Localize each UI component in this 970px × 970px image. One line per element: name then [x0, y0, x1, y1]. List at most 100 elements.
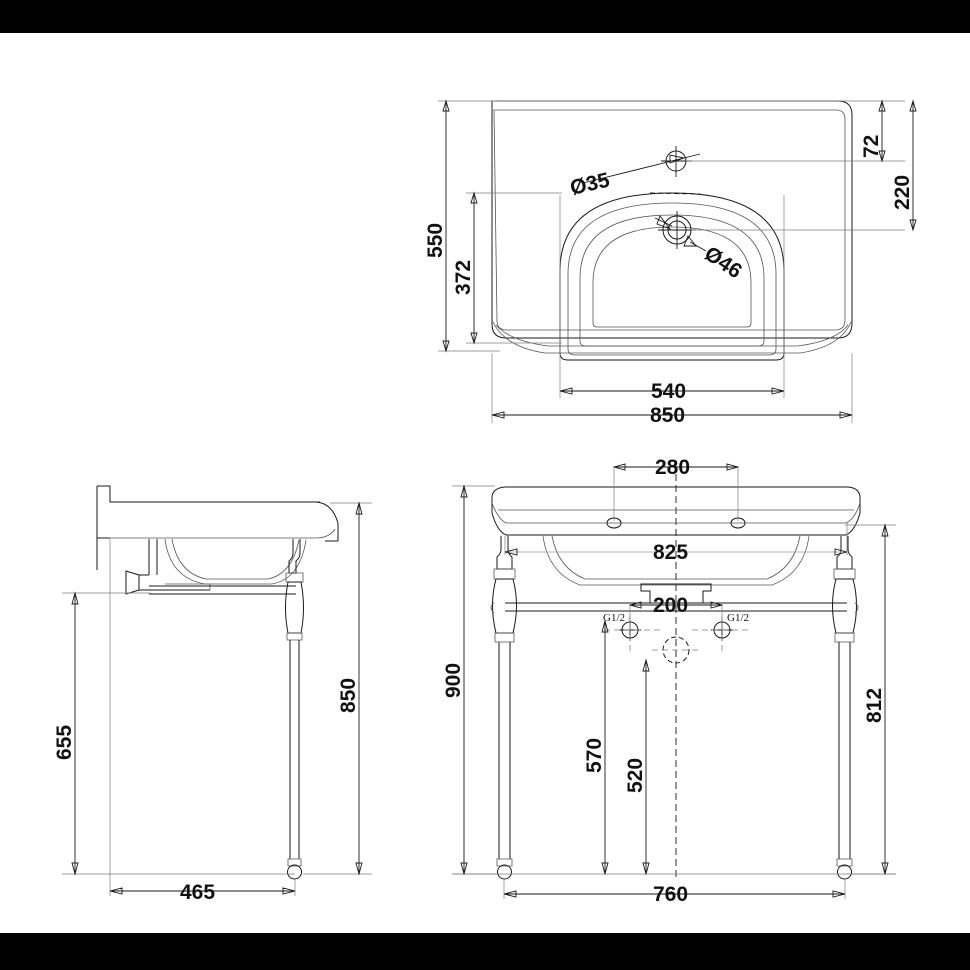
- dim220-arrow-bot: [909, 219, 917, 232]
- front-counter-body: [491, 486, 861, 536]
- dim372-arrow-bot: [470, 332, 478, 345]
- dim850side-label: 850: [337, 678, 360, 713]
- dim850top-arrow-l: [491, 411, 505, 419]
- dim655-label: 655: [53, 725, 76, 760]
- dim200-arrow-l: [628, 601, 642, 609]
- side-waste-pipe: [148, 539, 158, 575]
- dim465-arrow-l: [109, 887, 123, 895]
- front-left-leg-ring-a: [493, 568, 516, 580]
- dim900-label: 900: [442, 663, 465, 698]
- side-counter-top: [110, 501, 339, 542]
- front-right-leg-ring-a: [833, 568, 856, 580]
- dim812-label: 812: [863, 688, 886, 723]
- dim72-arrow-top: [878, 99, 886, 112]
- side-leg-foot: [287, 864, 302, 880]
- front-right-leg-bulb: [832, 578, 857, 634]
- dim550-label: 550: [424, 223, 447, 258]
- dim280-arrow-r: [726, 463, 740, 471]
- dim825-arrow-l: [504, 548, 518, 556]
- front-counter-lip: [491, 502, 861, 524]
- dim200-arrow-r: [710, 601, 724, 609]
- dim825-arrow-r: [834, 548, 848, 556]
- dim760-arrow-r: [832, 890, 846, 898]
- dim655-arrow-bot: [71, 862, 79, 876]
- dia46-arrow-b: [683, 235, 697, 247]
- dim900-arrow-bot: [460, 862, 468, 876]
- dim540-label: 540: [651, 380, 686, 403]
- dim812-arrow-top: [881, 523, 889, 537]
- side-counter-under: [110, 528, 336, 539]
- front-leg-right: [832, 536, 859, 880]
- dia35-arrow: [669, 154, 686, 164]
- dia46-leader-a: [654, 217, 673, 227]
- front-left-leg-foot: [497, 864, 512, 880]
- dim540-arrow-l: [559, 387, 573, 395]
- supply-right-label: G1/2: [727, 612, 749, 624]
- dim200-label: 200: [653, 594, 688, 617]
- dim220-label: 220: [891, 175, 914, 210]
- front-right-leg-shaft: [838, 642, 851, 859]
- front-right-leg-foot: [837, 864, 852, 880]
- front-right-leg-ring-b: [834, 632, 855, 643]
- dim520-arrow-top: [642, 658, 650, 672]
- dim72-label: 72: [860, 135, 883, 158]
- dim550-arrow-bot: [442, 340, 450, 353]
- dim280-label: 280: [655, 456, 690, 479]
- dia46-leader-b: [689, 241, 707, 252]
- top-black-band: [0, 0, 970, 33]
- front-bowl-outline-2: [551, 535, 801, 580]
- side-backsplash: [97, 485, 320, 503]
- top-outer-rim: [491, 100, 853, 339]
- front-left-leg-collar: [496, 536, 513, 570]
- dim550-arrow-top: [442, 99, 450, 112]
- front-left-leg-shaft: [498, 642, 511, 859]
- side-view: 655 850 465: [53, 485, 372, 904]
- front-left-leg-bracket: [490, 602, 495, 614]
- dim850top-arrow-r: [839, 411, 853, 419]
- dim540-arrow-r: [771, 387, 785, 395]
- bowl-outer-contour: [559, 192, 785, 361]
- dim570-label: 570: [583, 738, 606, 773]
- dia46-arrow-a: [656, 215, 672, 230]
- dim812-arrow-bot: [881, 862, 889, 876]
- dim520-arrow-bot: [642, 862, 650, 876]
- dim570-arrow-top: [601, 619, 609, 633]
- side-leg-bulb: [285, 581, 304, 634]
- bowl-bottom-pan: [592, 226, 752, 328]
- front-right-leg-bracket: [854, 602, 859, 614]
- front-leg-left: [490, 536, 517, 880]
- bowl-contour-3: [579, 214, 765, 347]
- front-right-leg-ring-c: [836, 858, 853, 867]
- front-left-leg-bulb: [492, 578, 517, 634]
- bowl-hidden-edge: [649, 192, 701, 195]
- supply-left-label: G1/2: [603, 612, 625, 624]
- dim465-arrow-r: [282, 887, 296, 895]
- dim850top-label: 850: [650, 404, 685, 427]
- side-leg-shaft: [289, 640, 300, 859]
- side-leg-ring-a: [285, 572, 304, 583]
- front-bowl-outline: [542, 535, 810, 586]
- dim655-arrow-top: [71, 591, 79, 605]
- bowl-contour-2: [567, 202, 777, 356]
- dia35-label: Ø35: [568, 168, 612, 199]
- top-front-lip-outer: [492, 321, 852, 354]
- side-leg-ring-c: [287, 858, 302, 867]
- dim850side-arrow-top: [355, 501, 363, 515]
- side-leg-ring-b: [286, 632, 303, 641]
- dim825-label: 825: [653, 541, 688, 564]
- top-rim-inner-offset: [493, 109, 846, 331]
- top-view: Ø35 Ø46 72 220: [424, 99, 917, 427]
- dim372-label: 372: [452, 260, 475, 295]
- side-trap-detail: [165, 583, 211, 590]
- side-leg: [285, 539, 304, 880]
- dim465-label: 465: [180, 881, 215, 904]
- side-bowl-profile: [164, 538, 307, 585]
- dim280-arrow-l: [612, 463, 626, 471]
- technical-drawing-canvas: Ø35 Ø46 72 220: [53, 99, 917, 906]
- dim372-arrow-top: [470, 191, 478, 204]
- dim850side-arrow-bot: [355, 862, 363, 876]
- side-bowl-profile-2: [171, 538, 300, 580]
- front-left-leg-ring-b: [494, 632, 515, 643]
- dim520-label: 520: [624, 758, 647, 793]
- dim760-arrow-l: [503, 890, 517, 898]
